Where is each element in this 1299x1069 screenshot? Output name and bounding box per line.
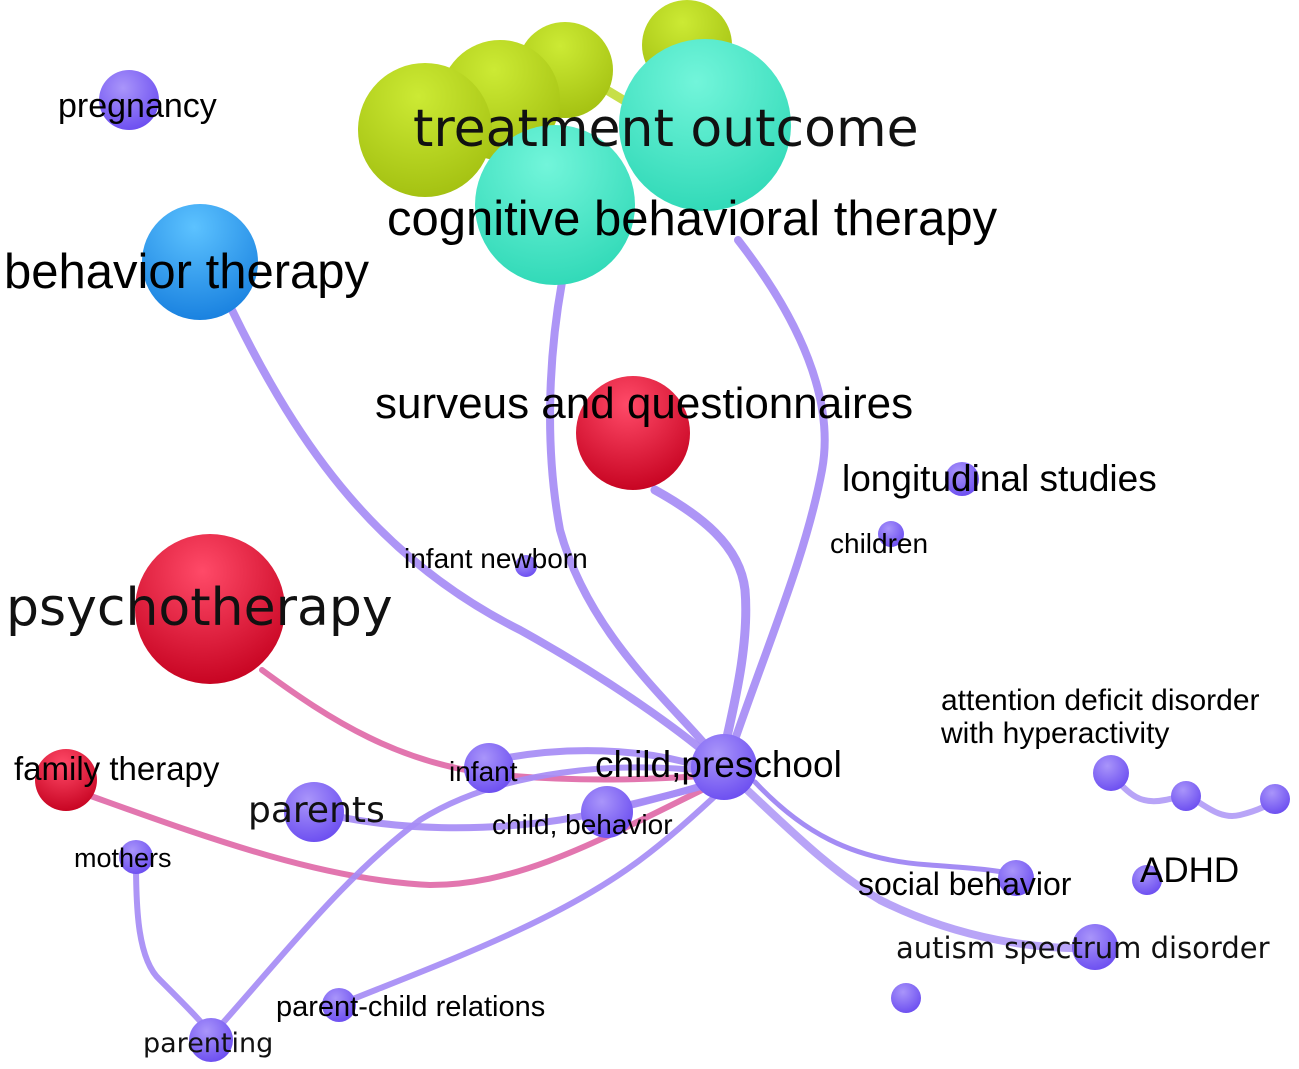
node-behavior-therapy[interactable] bbox=[142, 204, 258, 320]
node-family-therapy[interactable] bbox=[35, 749, 97, 811]
label-social-behavior: social behavior bbox=[858, 866, 1072, 902]
edge-surveys-child-preschool bbox=[650, 485, 751, 765]
node-psychotherapy[interactable] bbox=[135, 534, 285, 684]
node-parent-child-relations[interactable] bbox=[322, 988, 356, 1022]
label-attention-deficit-disorder-line2: with hyperactivity bbox=[940, 717, 1169, 750]
node-parents[interactable] bbox=[284, 782, 344, 842]
label-longitudinal-studies: longitudinal studies bbox=[842, 458, 1157, 499]
node-longitudinal-studies[interactable] bbox=[945, 462, 979, 496]
node-surveys-and-questionnaires[interactable] bbox=[576, 376, 690, 490]
edge-cbt-child-preschool bbox=[546, 278, 722, 764]
edge-parenting-child-preschool bbox=[209, 764, 715, 1038]
label-mothers: mothers bbox=[74, 843, 172, 873]
node-adhd[interactable] bbox=[1132, 865, 1162, 895]
node-child-behavior[interactable] bbox=[581, 786, 633, 838]
edge-social-behavior-child-preschool bbox=[752, 779, 1018, 878]
edge-autism-child-preschool bbox=[741, 784, 1099, 953]
label-parent-child-relations: parent-child relations bbox=[276, 991, 545, 1023]
node-cognitive-behavioral-therapy[interactable] bbox=[475, 125, 635, 285]
node-mothers[interactable] bbox=[119, 840, 153, 874]
label-cognitive-behavioral-therapy: cognitive behavioral therapy bbox=[387, 192, 998, 246]
label-attention-deficit-disorder-line1: attention deficit disorder bbox=[941, 684, 1260, 717]
edge-parent-child-relations-child-preschool bbox=[335, 787, 725, 1008]
node-infant-newborn[interactable] bbox=[515, 555, 537, 577]
label-parenting: parenting bbox=[143, 1028, 273, 1059]
label-parents: parents bbox=[248, 790, 385, 831]
node-child-preschool[interactable] bbox=[691, 734, 757, 800]
label-surveys-and-questionnaires: surveus and questionnaires bbox=[375, 379, 913, 428]
label-psychotherapy: psychotherapy bbox=[6, 578, 393, 638]
label-child-behavior: child, behavior bbox=[492, 809, 673, 840]
node-treatment-outcome-yg-1[interactable] bbox=[358, 63, 492, 197]
node-unlabeled-bottom[interactable] bbox=[891, 983, 921, 1013]
label-family-therapy: family therapy bbox=[14, 750, 220, 787]
edge-behavior-therapy-child-preschool bbox=[228, 306, 724, 769]
node-pregnancy[interactable] bbox=[99, 70, 159, 130]
label-behavior-therapy: behavior therapy bbox=[4, 245, 370, 299]
label-children: children bbox=[830, 528, 928, 559]
label-adhd: ADHD bbox=[1140, 851, 1239, 890]
label-pregnancy: pregnancy bbox=[58, 87, 217, 125]
node-adhd-chain-2[interactable] bbox=[1171, 781, 1201, 811]
label-autism-spectrum-disorder: autism spectrum disorder bbox=[896, 931, 1270, 965]
label-infant: infant bbox=[449, 756, 518, 787]
edge-mothers-parenting bbox=[133, 859, 215, 1038]
node-children[interactable] bbox=[878, 521, 904, 547]
label-treatment-outcome: treatment outcome bbox=[413, 99, 919, 159]
node-autism-spectrum-disorder[interactable] bbox=[1072, 924, 1118, 970]
node-adhd-chain-3[interactable] bbox=[1260, 784, 1290, 814]
label-infant-newborn: infant newborn bbox=[404, 543, 588, 574]
node-parenting[interactable] bbox=[189, 1018, 233, 1062]
label-child-preschool: child,preschool bbox=[595, 744, 842, 785]
nodes-layer bbox=[35, 0, 1290, 1062]
node-adhd-chain-1[interactable] bbox=[1093, 755, 1129, 791]
node-treatment-outcome-cyan[interactable] bbox=[619, 39, 791, 211]
edge-treatment-outcome-child-preschool bbox=[724, 236, 829, 764]
labels-layer: pregnancy treatment outcome cognitive be… bbox=[4, 87, 1270, 1059]
node-social-behavior[interactable] bbox=[998, 860, 1034, 896]
edge-infant-child-preschool bbox=[501, 747, 716, 774]
node-infant[interactable] bbox=[464, 743, 514, 793]
